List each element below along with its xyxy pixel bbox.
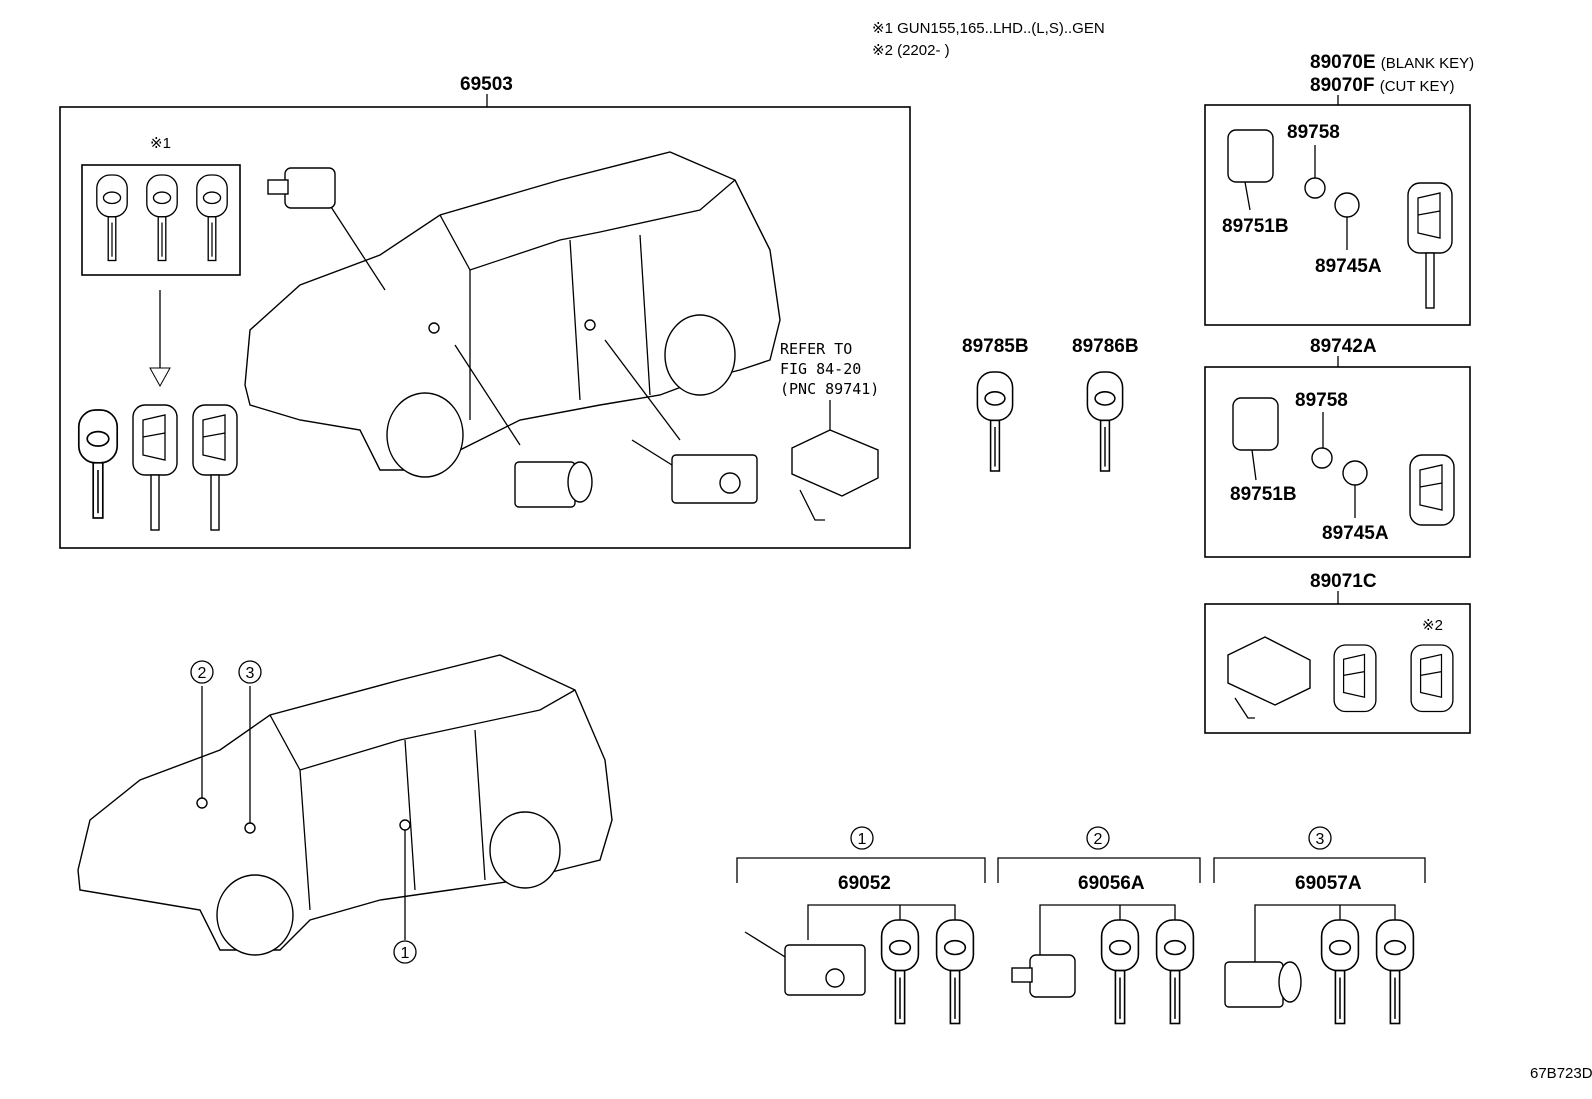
remote-key-icon [132,404,178,531]
remote-key-icon [1410,644,1454,713]
key-icon [935,919,975,1025]
transmitter-assy-box [1204,104,1471,326]
lock-cylinder-door [514,461,593,508]
remote-key-icon [1333,644,1377,713]
transmitter-label-cut: 89070F (CUT KEY) [1310,75,1454,96]
note-1: ※1 GUN155,165..LHD..(L,S)..GEN [872,20,1105,37]
assembly-box [59,106,911,549]
key-icon [96,174,128,262]
location-marker-3: 3 [238,660,262,684]
housing-box [1204,366,1471,558]
key-icon [146,174,178,262]
key-icon [880,919,920,1025]
receiver-set-box [1204,603,1471,734]
svg-text:1: 1 [858,831,867,848]
refer-line-3: (PNC 89741) [780,380,879,398]
remote-key-icon [1407,182,1453,309]
ignition-switch [631,439,758,504]
transmitter-label-blank: 89070E (BLANK KEY) [1310,52,1474,73]
cylinder-set-2: 2 69056A [997,826,1201,998]
location-marker-1: 1 [393,940,417,964]
key-label-89785b: 89785B [962,336,1029,357]
key-icon [976,371,1014,472]
receiver-set-label: 89071C [1310,571,1377,592]
receiver-note-marker: ※2 [1422,617,1443,634]
cylinder-set-label: 69056A [1078,873,1145,894]
lock-cylinder-ignition [267,167,336,209]
battery [1334,192,1360,218]
cylinder-set-label: 69057A [1295,873,1362,894]
cylinder-set-label: 69052 [838,873,891,894]
part-label-89751b: 89751B [1222,216,1289,237]
part-label-89745a: 89745A [1315,256,1382,277]
key-icon [1086,371,1124,472]
key-icon [1155,919,1195,1025]
part-label-89745a: 89745A [1322,523,1389,544]
assembly-label: 69503 [460,74,513,95]
note-2: ※2 (2202- ) [872,42,950,59]
svg-text:3: 3 [1316,831,1325,848]
figure-id: 67B723D [1530,1065,1592,1082]
part-label-89751b: 89751B [1230,484,1297,505]
housing-label: 89742A [1310,336,1377,357]
vehicle-illustration-top [244,151,781,478]
receiver-ecu [791,429,879,521]
remote-key-icon [1409,454,1455,526]
svg-text:3: 3 [246,665,255,682]
key-icon [77,409,119,519]
key-icon [1320,919,1360,1025]
refer-line-1: REFER TO [780,340,852,358]
arrow-down-icon [149,367,171,388]
key-label-89786b: 89786B [1072,336,1139,357]
remote-key-icon [192,404,238,531]
key-group-box [81,164,241,276]
part-label-89758: 89758 [1287,122,1340,143]
svg-text:2: 2 [198,665,207,682]
key-icon [1100,919,1140,1025]
cylinder-set-1: 1 69052 [736,826,986,996]
svg-text:1: 1 [401,945,410,962]
part-label-89758: 89758 [1295,390,1348,411]
transmitter-cover [1227,129,1274,183]
cylinder-set-3: 3 69057A [1213,826,1426,1008]
refer-line-2: FIG 84-20 [780,360,861,378]
battery-holder [1304,177,1326,199]
key-icon [1375,919,1415,1025]
svg-text:2: 2 [1094,831,1103,848]
assembly-note-marker: ※1 [150,135,171,152]
vehicle-illustration-bottom [77,654,613,956]
location-marker-2: 2 [190,660,214,684]
key-icon [196,174,228,262]
